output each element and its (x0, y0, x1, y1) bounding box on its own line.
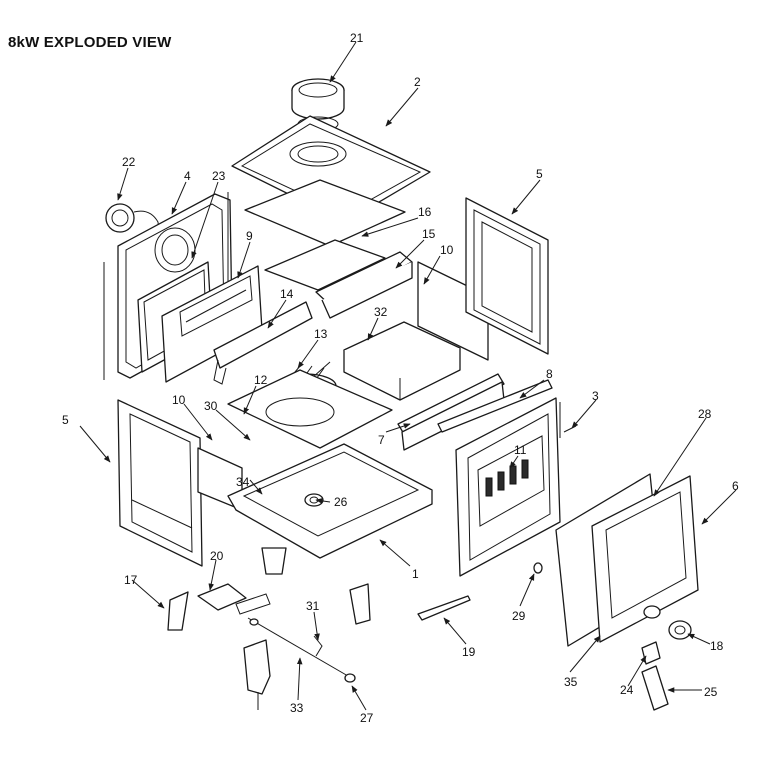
riddling-tool (417, 595, 471, 621)
operating-rod (559, 402, 577, 438)
front-frame (455, 397, 561, 577)
page-title: 8kW EXPLODED VIEW (8, 34, 172, 51)
callout-28: 28 (698, 407, 712, 421)
callout-33: 33 (290, 701, 304, 715)
callout-5b: 5 (62, 413, 69, 427)
callout-23: 23 (212, 169, 226, 183)
callout-21: 21 (350, 31, 364, 45)
callout-30: 30 (204, 399, 218, 413)
air-wash-bar (397, 373, 505, 451)
callout-25: 25 (704, 685, 718, 699)
callout-7: 7 (378, 433, 385, 447)
baffle-plate (244, 179, 406, 291)
right-side-panel (465, 197, 549, 355)
fixing-screw (533, 562, 543, 574)
callout-10: 10 (440, 243, 454, 257)
callout-35: 35 (564, 675, 578, 689)
callout-9: 9 (246, 229, 253, 243)
left-front-panel (117, 399, 203, 567)
callout-10b: 10 (172, 393, 186, 407)
grate-fins (485, 459, 529, 497)
callout-24: 24 (620, 683, 634, 697)
callout-17: 17 (124, 573, 138, 587)
flue-collar (291, 78, 345, 132)
callout-18: 18 (710, 639, 724, 653)
callout-20: 20 (210, 549, 224, 563)
ash-pan (343, 321, 461, 401)
base-feet (167, 547, 371, 631)
callout-16: 16 (418, 205, 432, 219)
callout-15: 15 (422, 227, 436, 241)
callout-34: 34 (236, 475, 250, 489)
callout-32: 32 (374, 305, 388, 319)
callout-8: 8 (546, 367, 553, 381)
callout-3: 3 (592, 389, 599, 403)
tool-handle (243, 639, 271, 710)
callout-labels: 21 2 22 4 23 9 16 15 10 5 14 13 32 12 8 … (62, 31, 739, 725)
rear-brick-right (417, 261, 489, 361)
grate-plate (227, 369, 393, 449)
door-handle (641, 641, 669, 711)
leader-lines (79, 41, 737, 711)
callout-29: 29 (512, 609, 526, 623)
callout-19: 19 (462, 645, 476, 659)
spigot (304, 493, 324, 507)
callout-4: 4 (184, 169, 191, 183)
riddling-rod (247, 617, 356, 683)
callout-27: 27 (360, 711, 374, 725)
foot-bracket (197, 583, 271, 615)
callout-12: 12 (254, 373, 268, 387)
callout-14: 14 (280, 287, 294, 301)
throat-bar (315, 251, 413, 319)
callout-11: 11 (514, 443, 527, 457)
callout-1: 1 (412, 567, 419, 581)
callout-13: 13 (314, 327, 328, 341)
rear-bar (213, 301, 313, 385)
air-control-knob (668, 620, 692, 640)
callout-26: 26 (334, 495, 348, 509)
callout-5: 5 (536, 167, 543, 181)
stove-base (227, 443, 433, 559)
callout-31: 31 (306, 599, 320, 613)
callout-22: 22 (122, 155, 136, 169)
callout-6: 6 (732, 479, 739, 493)
callout-2: 2 (414, 75, 421, 89)
